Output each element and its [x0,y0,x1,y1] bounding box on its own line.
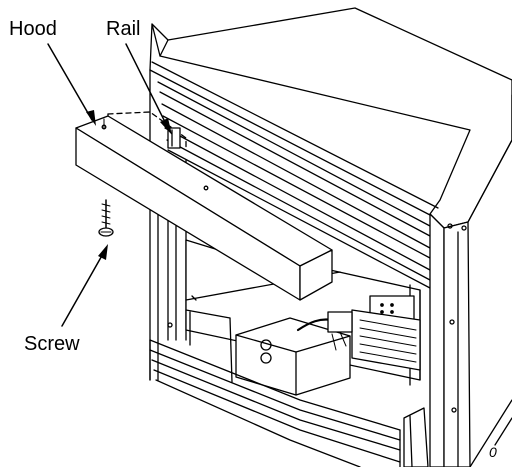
screw-label: Screw [24,333,80,355]
top-louvers [149,61,439,289]
blower-assembly [296,295,421,371]
electrical-box [235,317,351,396]
bottom-louvers [149,339,401,467]
right-side-panel [429,139,512,467]
lower-right-panel [403,407,429,467]
leader-arrows [47,43,172,327]
hood-label: Hood [9,18,57,40]
hood [75,115,333,301]
corner-mark: 0 [489,444,497,460]
rail-label: Rail [106,18,141,40]
screw [98,199,114,237]
